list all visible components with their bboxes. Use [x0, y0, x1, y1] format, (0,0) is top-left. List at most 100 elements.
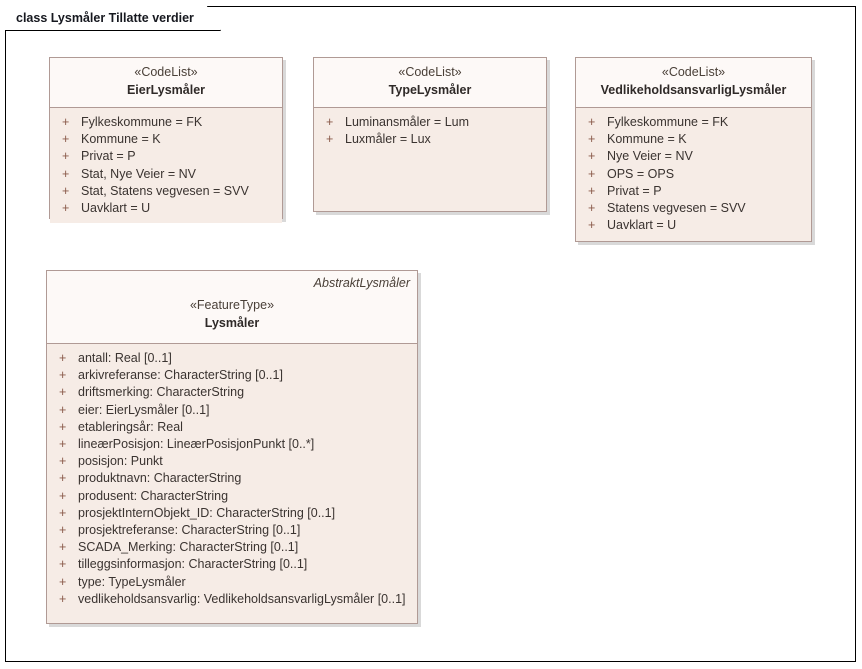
class-attribute-row: + Luxmåler = Lux	[320, 131, 540, 148]
attribute-label: OPS = OPS	[607, 166, 675, 181]
visibility-marker: +	[59, 402, 67, 417]
class-name: EierLysmåler	[126, 83, 206, 98]
visibility-marker: +	[326, 115, 334, 129]
diagram-title-tab: class Lysmåler Tillatte verdier	[5, 6, 221, 31]
class-attribute-row: + eier: EierLysmåler [0..1]	[53, 402, 411, 419]
class-box-lysmaler[interactable]: AbstraktLysmåler «FeatureType» Lysmåler …	[46, 270, 418, 624]
class-stereotype: «FeatureType»	[189, 297, 275, 312]
attribute-label: Fylkeskommune = FK	[607, 115, 729, 129]
class-attribute-row: + Uavklart = U	[56, 200, 276, 217]
diagram-title-label: class Lysmåler Tillatte verdier	[16, 10, 194, 25]
class-attribute-row: + Kommune = K	[56, 131, 276, 148]
attribute-label: Kommune = K	[81, 132, 161, 147]
class-attribute-row: + Nye Veier = NV	[582, 148, 805, 165]
attribute-label: Uavklart = U	[81, 201, 151, 216]
class-attribute-row: + Stat, Nye Veier = NV	[56, 166, 276, 183]
class-header-vedlikeholdsansvarliglysmaler: «CodeList» VedlikeholdsansvarligLysmåler	[576, 58, 811, 108]
attribute-label: vedlikeholdsansvarlig: Vedlikeholdsansva…	[78, 591, 406, 606]
visibility-marker: +	[59, 385, 67, 400]
visibility-marker: +	[588, 166, 596, 181]
class-attribute-row: + Luminansmåler = Lum	[320, 114, 540, 131]
visibility-marker: +	[59, 505, 67, 520]
attribute-label: Statens vegvesen = SVV	[607, 201, 746, 216]
attribute-label: lineærPosisjon: LineærPosisjonPunkt [0..…	[78, 437, 315, 452]
visibility-marker: +	[59, 540, 67, 555]
class-attribute-row: + prosjektInternObjekt_ID: CharacterStri…	[53, 505, 411, 522]
class-attribute-row: + Fylkeskommune = FK	[582, 114, 805, 131]
class-attribute-row: + prosjektreferanse: CharacterString [0.…	[53, 522, 411, 539]
class-box-vedlikeholdsansvarliglysmaler[interactable]: «CodeList» VedlikeholdsansvarligLysmåler…	[575, 57, 812, 242]
class-attributes-vedlikeholdsansvarliglysmaler: + Fylkeskommune = FK + Kommune = K + Nye…	[576, 108, 811, 241]
class-header-eierlysmaler: «CodeList» EierLysmåler	[50, 58, 282, 108]
visibility-marker: +	[62, 132, 70, 147]
attribute-label: tilleggsinformasjon: CharacterString [0.…	[78, 557, 308, 572]
attribute-label: Fylkeskommune = FK	[81, 115, 203, 129]
visibility-marker: +	[59, 419, 67, 434]
attribute-label: Privat = P	[81, 149, 136, 164]
visibility-marker: +	[588, 218, 596, 233]
attribute-label: Privat = P	[607, 183, 662, 198]
visibility-marker: +	[59, 454, 67, 469]
attribute-label: Nye Veier = NV	[607, 149, 693, 164]
visibility-marker: +	[588, 115, 596, 129]
class-attribute-row: + Statens vegvesen = SVV	[582, 200, 805, 217]
attribute-label: posisjon: Punkt	[78, 454, 163, 469]
visibility-marker: +	[59, 437, 67, 452]
visibility-marker: +	[59, 557, 67, 572]
class-name: VedlikeholdsansvarligLysmåler	[600, 83, 787, 98]
class-stereotype: «CodeList»	[661, 65, 726, 79]
class-box-typelysmaler[interactable]: «CodeList» TypeLysmåler + Luminansmåler …	[313, 57, 547, 212]
class-attribute-row: + SCADA_Merking: CharacterString [0..1]	[53, 539, 411, 556]
visibility-marker: +	[588, 201, 596, 216]
class-attribute-row: + lineærPosisjon: LineærPosisjonPunkt [0…	[53, 436, 411, 453]
attribute-label: Luxmåler = Lux	[345, 132, 431, 147]
attribute-label: Luminansmåler = Lum	[345, 115, 470, 129]
visibility-marker: +	[588, 149, 596, 164]
class-attributes-typelysmaler: + Luminansmåler = Lum + Luxmåler = Lux	[314, 108, 546, 155]
class-name: Lysmåler	[204, 316, 260, 330]
class-stereotype: «CodeList»	[134, 65, 198, 79]
visibility-marker: +	[59, 523, 67, 538]
attribute-label: driftsmerking: CharacterString	[78, 385, 245, 400]
class-attribute-row: + driftsmerking: CharacterString	[53, 384, 411, 401]
visibility-marker: +	[588, 132, 596, 147]
visibility-marker: +	[59, 368, 67, 383]
class-box-eierlysmaler[interactable]: «CodeList» EierLysmåler + Fylkeskommune …	[49, 57, 283, 224]
class-attribute-row: + Privat = P	[582, 183, 805, 200]
attribute-label: type: TypeLysmåler	[78, 574, 186, 589]
class-attribute-row: + Privat = P	[56, 148, 276, 165]
attribute-label: prosjektreferanse: CharacterString [0..1…	[78, 523, 301, 538]
visibility-marker: +	[59, 488, 67, 503]
class-attribute-row: + antall: Real [0..1]	[53, 350, 411, 367]
class-attribute-row: + produktnavn: CharacterString	[53, 470, 411, 487]
visibility-marker: +	[62, 201, 70, 216]
visibility-marker: +	[62, 166, 70, 181]
class-attribute-row: + Kommune = K	[582, 131, 805, 148]
attribute-label: antall: Real [0..1]	[78, 351, 172, 365]
visibility-marker: +	[59, 471, 67, 486]
class-attribute-row: + Stat, Statens vegvesen = SVV	[56, 183, 276, 200]
visibility-marker: +	[59, 591, 67, 606]
attribute-label: Stat, Statens vegvesen = SVV	[81, 183, 249, 198]
class-attribute-row: + Uavklart = U	[582, 217, 805, 234]
class-header-lysmaler: AbstraktLysmåler «FeatureType» Lysmåler	[47, 271, 417, 344]
attribute-label: arkivreferanse: CharacterString [0..1]	[78, 368, 283, 383]
class-stereotype: «CodeList»	[398, 65, 462, 79]
visibility-marker: +	[588, 183, 596, 198]
attribute-label: prosjektInternObjekt_ID: CharacterString…	[78, 505, 336, 520]
class-attribute-row: + produsent: CharacterString	[53, 488, 411, 505]
class-attributes-lysmaler: + antall: Real [0..1] + arkivreferanse: …	[47, 344, 417, 615]
attribute-label: produktnavn: CharacterString	[78, 471, 242, 486]
class-qualifier: AbstraktLysmåler	[313, 276, 410, 290]
attribute-label: SCADA_Merking: CharacterString [0..1]	[78, 540, 299, 555]
visibility-marker: +	[62, 149, 70, 164]
attribute-label: eier: EierLysmåler [0..1]	[78, 402, 210, 417]
class-attribute-row: + tilleggsinformasjon: CharacterString […	[53, 556, 411, 573]
visibility-marker: +	[62, 183, 70, 198]
class-attribute-row: + Fylkeskommune = FK	[56, 114, 276, 131]
visibility-marker: +	[59, 574, 67, 589]
class-attribute-row: + vedlikeholdsansvarlig: Vedlikeholdsans…	[53, 591, 411, 608]
attribute-label: Stat, Nye Veier = NV	[81, 166, 196, 181]
class-header-typelysmaler: «CodeList» TypeLysmåler	[314, 58, 546, 108]
class-attribute-row: + type: TypeLysmåler	[53, 574, 411, 591]
